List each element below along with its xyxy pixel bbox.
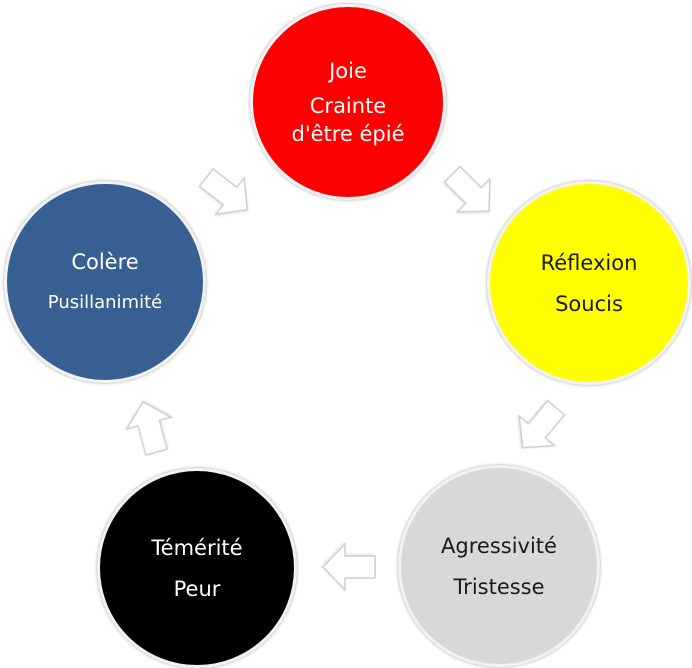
node-reflexion: Réflexion Soucis bbox=[487, 181, 691, 385]
node-colere-label: Colère bbox=[71, 250, 139, 274]
arrow-temerite-to-colere bbox=[124, 400, 173, 456]
node-temerite-sublabel: Peur bbox=[173, 577, 221, 601]
node-joie: Joie Crainte d'être épié bbox=[250, 4, 446, 200]
node-colere-sublabel: Pusillanimité bbox=[47, 292, 163, 313]
node-reflexion-sublabel: Soucis bbox=[555, 292, 623, 316]
node-temerite: Témérité Peur bbox=[97, 468, 297, 668]
node-colere: Colère Pusillanimité bbox=[4, 181, 206, 383]
arrow-agressivite-to-temerite bbox=[321, 542, 376, 592]
arrow-reflexion-to-agressivite bbox=[518, 399, 566, 449]
node-reflexion-label: Réflexion bbox=[540, 251, 638, 275]
node-temerite-label: Témérité bbox=[151, 536, 243, 560]
node-joie-sublabel: Crainte d'être épié bbox=[291, 94, 405, 146]
node-agressivite-sublabel: Tristesse bbox=[453, 575, 545, 599]
node-agressivite-label: Agressivité bbox=[441, 534, 557, 558]
node-joie-label: Joie bbox=[329, 59, 367, 83]
arrow-joie-to-reflexion bbox=[443, 165, 491, 213]
node-agressivite: Agressivité Tristesse bbox=[398, 465, 600, 667]
arrow-colere-to-joie bbox=[198, 167, 249, 216]
